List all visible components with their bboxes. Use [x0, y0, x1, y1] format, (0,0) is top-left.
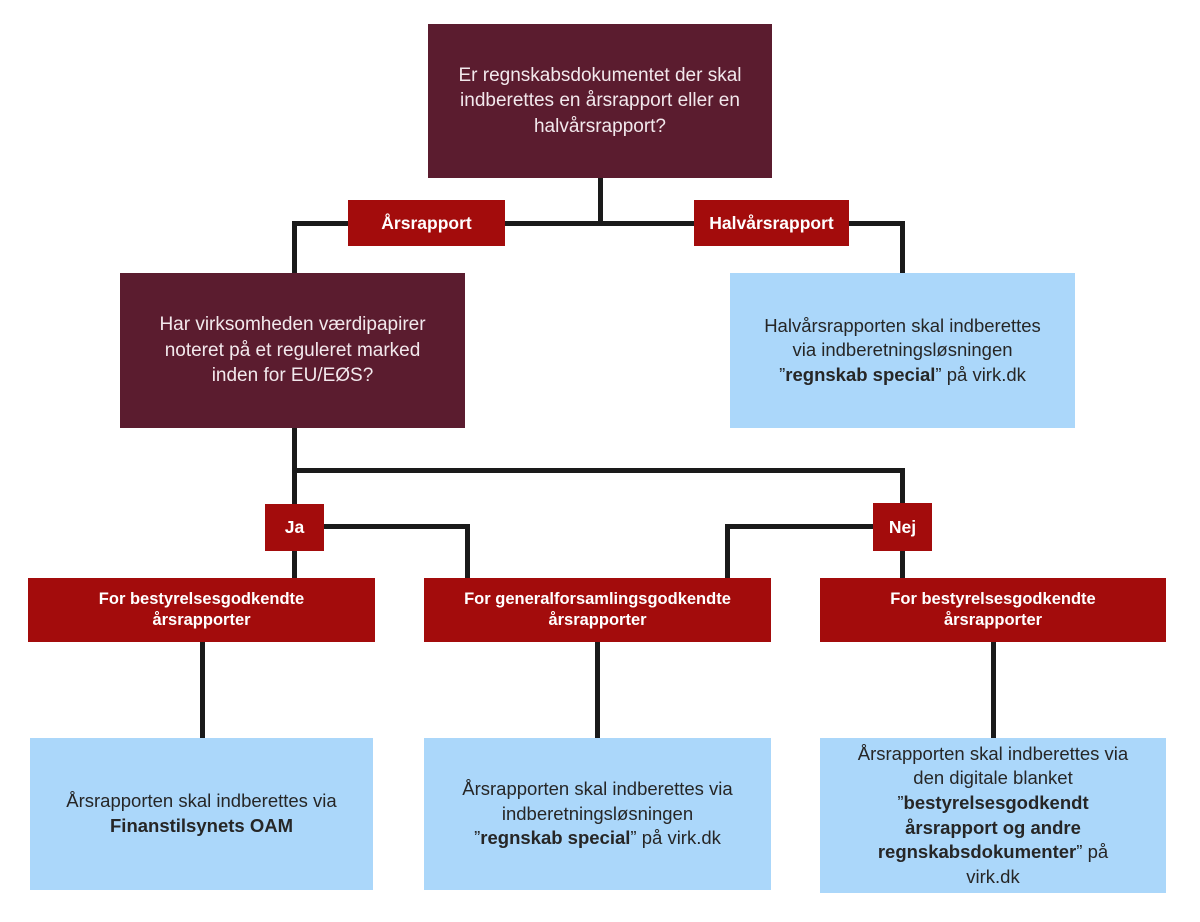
header-right-box: For bestyrelsesgodkendte årsrapporter — [820, 578, 1166, 642]
connector-securities-stem — [292, 428, 297, 473]
connector-nej-branch-horizontal — [725, 524, 903, 529]
result-middle-box: Årsrapporten skal indberettes via indber… — [424, 738, 771, 890]
branch-label-aarsrapport: Årsrapport — [348, 200, 505, 246]
securities-question-box: Har virksomheden værdipapirer noteret på… — [120, 273, 465, 428]
result-right-box: Årsrapporten skal indberettes via den di… — [820, 738, 1166, 893]
halfyear-result-box: Halvårsrapporten skal indberettes via in… — [730, 273, 1075, 428]
header-right-text: For bestyrelsesgodkendte årsrapporter — [890, 589, 1096, 629]
header-left-box: For bestyrelsesgodkendte årsrapporter — [28, 578, 375, 642]
decision-label-ja: Ja — [265, 504, 324, 551]
result-left-text: Årsrapporten skal indberettes via Finans… — [66, 790, 337, 836]
branch-label-halvaarsrapport-text: Halvårsrapport — [709, 212, 834, 233]
connector-top-horizontal — [292, 221, 905, 226]
result-middle-text: Årsrapporten skal indberettes via indber… — [462, 778, 733, 849]
connector-halvaarsrapport-drop — [900, 221, 905, 274]
securities-question-text: Har virksomheden værdipapirer noteret på… — [159, 314, 426, 387]
connector-left-result-stem — [200, 642, 205, 738]
branch-label-aarsrapport-text: Årsrapport — [381, 212, 472, 233]
decision-label-nej: Nej — [873, 503, 932, 551]
result-right-text: Årsrapporten skal indberettes via den di… — [857, 742, 1129, 887]
branch-label-halvaarsrapport: Halvårsrapport — [694, 200, 849, 246]
connector-aarsrapport-drop — [292, 221, 297, 274]
header-left-text: For bestyrelsesgodkendte årsrapporter — [98, 589, 305, 629]
halfyear-result-text: Halvårsrapporten skal indberettes via in… — [764, 314, 1041, 385]
decision-label-ja-text: Ja — [284, 517, 305, 537]
result-left-box: Årsrapporten skal indberettes via Finans… — [30, 738, 373, 890]
decision-label-nej-text: Nej — [888, 516, 917, 537]
connector-root-stem — [598, 177, 603, 226]
root-question-box: Er regnskabsdokumentet der skal indberet… — [428, 24, 772, 178]
connector-middle-result-stem — [595, 642, 600, 738]
header-middle-text: For generalforsamlingsgodkendte årsrappo… — [464, 589, 731, 629]
connector-ja-branch-drop — [465, 524, 470, 579]
connector-mid-horizontal — [292, 468, 905, 473]
root-question-text: Er regnskabsdokumentet der skal indberet… — [458, 64, 742, 137]
connector-ja-branch-horizontal — [294, 524, 470, 529]
header-middle-box: For generalforsamlingsgodkendte årsrappo… — [424, 578, 771, 642]
connector-nej-branch-drop — [725, 524, 730, 579]
connector-right-result-stem — [991, 642, 996, 738]
